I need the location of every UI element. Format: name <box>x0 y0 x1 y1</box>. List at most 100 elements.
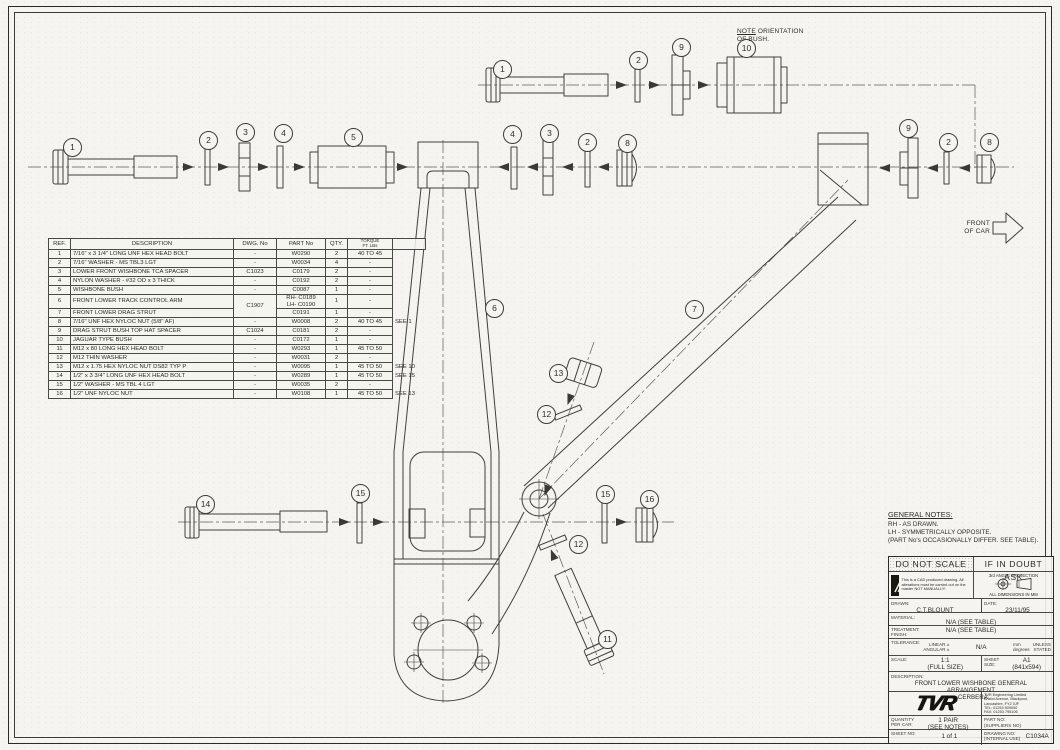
sheet-size-value-2: (841x594) <box>1012 664 1042 671</box>
tol-unless-2: STATED <box>1033 647 1051 652</box>
address-line: TVR Engineering Limited <box>984 693 1027 697</box>
part-row: 13 M12 x 1.75 HEX NYLOC NUT DS82 TYP P -… <box>48 362 426 373</box>
dwg-no: - <box>254 250 256 257</box>
cell-part-no: RH- C0189 LH- C0190 <box>276 293 326 310</box>
general-note-line: (PART No's OCCASIONALLY DIFFER. SEE TABL… <box>888 537 1039 544</box>
sheet-no-value: 1 of 1 <box>941 733 958 740</box>
cell-part-no: C0172 <box>276 335 326 346</box>
balloon-callout: 12 <box>537 405 556 424</box>
cell-ref: 5 <box>48 285 71 295</box>
part-no-sub-label: (SUPPLIERS NO) <box>984 723 1022 728</box>
general-note-line: RH - AS DRAWN. <box>888 521 939 528</box>
tolerance-value: N/A <box>975 643 987 651</box>
nyloc-nut-16 <box>635 507 658 543</box>
third-angle-projection-icon <box>994 578 1031 590</box>
washer-12-upper <box>553 404 583 421</box>
cad-logo-icon <box>891 574 900 596</box>
date-value: 23/11/95 <box>1005 607 1030 614</box>
cell-ref: 12 <box>48 353 71 364</box>
general-notes-title: GENERAL NOTES: <box>888 510 953 519</box>
address-cell: TVR Engineering Limited Bristol Avenue, … <box>981 692 1053 715</box>
cell-torque: - <box>347 285 393 295</box>
cell-qty: 2 <box>325 353 348 364</box>
cell-description: NYLON WASHER - #32 OD x 3 THICK <box>70 276 234 286</box>
cell-part-no: W0095 <box>276 362 326 373</box>
cell-description: 1/2" x 3 3/4" LONG UNF HEX HEAD BOLT <box>70 371 234 382</box>
cell-ref: 3 <box>48 267 71 277</box>
cell-torque: 45 TO 50 <box>347 371 393 382</box>
cell-qty: 2 <box>325 267 348 277</box>
part-no: W0035 <box>291 381 311 388</box>
cell-part-no: W0035 <box>276 380 326 391</box>
description-line-2: - CERBERA <box>954 694 988 701</box>
note-line2: OF BUSH. <box>737 35 770 43</box>
header-torque: TORQUE FT. LBs <box>347 238 393 250</box>
scale-warning-row: DO NOT SCALE IF IN DOUBT ASK <box>889 557 1053 582</box>
cell-qty: 1 <box>325 335 348 346</box>
scale-value-2: (FULL SIZE) <box>927 664 963 671</box>
cell-torque: - <box>347 258 393 268</box>
description-label: DESCRIPTION: <box>891 674 924 679</box>
address-line: Lancashire, FY2 0JF <box>984 701 1020 706</box>
scale-cell: SCALE: 1:1 (FULL SIZE) <box>889 656 981 671</box>
cell-description: LOWER FRONT WISHBONE TCA SPACER <box>70 267 234 277</box>
scale-sheet-row: SCALE: 1:1 (FULL SIZE) SHEET SIZE: A1 (8… <box>889 656 1053 672</box>
cell-dwg-no: - <box>233 362 277 373</box>
sheet-no-cell: SHEET NO: 1 of 1 <box>889 730 981 745</box>
cell-torque: - <box>347 335 393 346</box>
cell-ref: 9 <box>48 326 71 337</box>
cell-ref: 7 <box>48 308 71 319</box>
header-ref: REF. <box>48 238 71 250</box>
dwg-no: - <box>254 277 256 284</box>
quantity-value-2: (SEE NOTES) <box>927 724 969 731</box>
quantity-label-2: PER CAR: <box>891 722 913 727</box>
sheet-inner-border <box>14 12 1046 738</box>
sheet-no-label: SHEET NO: <box>891 731 916 736</box>
part-no: W0289 <box>291 372 311 379</box>
cell-dwg-no: C1907 <box>233 293 277 309</box>
dwg-no: - <box>254 381 256 388</box>
balloon-callout: 2 <box>199 131 218 150</box>
quantity-label-1: QUANTITY <box>891 717 915 722</box>
cell-ref: 13 <box>48 362 71 373</box>
part-no-label: PART NO: <box>984 717 1006 722</box>
projection-label: 3rd ANGLE PROJECTION <box>988 573 1039 578</box>
general-note-line: LH - SYMMETRICALLY OPPOSITE. <box>888 529 992 536</box>
balloon-callout: 14 <box>196 495 215 514</box>
cell-qty: 1 <box>325 285 348 295</box>
cell-part-no: C0192 <box>276 276 326 286</box>
cell-part-no: W0108 <box>276 389 326 400</box>
part-no: W0293 <box>291 345 311 352</box>
balloon-callout: 2 <box>629 51 648 70</box>
tca-spacer-3-left <box>238 142 251 192</box>
balloon-callout: 8 <box>980 133 999 152</box>
balloon-callout: 4 <box>274 124 293 143</box>
cell-see-note <box>393 345 426 354</box>
cell-dwg-no: - <box>233 344 277 355</box>
cell-see-note: SEE 1 <box>395 318 412 325</box>
dwg-no: C1024 <box>246 327 264 334</box>
cell-see-note: SEE 15 <box>395 372 415 379</box>
cell-part-no: W0034 <box>276 258 326 268</box>
cell-dwg-no: - <box>233 371 277 382</box>
cell-torque: 45 TO 50 <box>347 344 393 355</box>
cell-description: M12 THIN WASHER <box>70 353 234 364</box>
cell-description: 1/2" WASHER - MS TBL 4 LGT <box>70 380 234 391</box>
material-value: N/A (SEE TABLE) <box>945 619 997 626</box>
cell-description: 1/2" UNF NYLOC NUT <box>70 389 234 400</box>
cell-qty: 1 <box>325 293 348 310</box>
scale-value: 1:1 <box>940 657 950 664</box>
dwg-no: - <box>254 318 256 325</box>
balloon-callout: 1 <box>493 60 512 79</box>
sheet-no-row: SHEET NO: 1 of 1 DRAWING NO: (INTERNAL U… <box>889 730 1053 745</box>
logo-row: TVR TVR Engineering Limited Bristol Aven… <box>889 692 1053 716</box>
header-dwg-no: DWG. No <box>233 238 277 250</box>
cell-description: WISHBONE BUSH <box>70 285 234 295</box>
cell-qty: 4 <box>325 258 348 268</box>
general-notes: GENERAL NOTES: RH - AS DRAWN. LH - SYMME… <box>888 511 1052 545</box>
balljoint-boss <box>467 479 559 635</box>
balloon-callout: 3 <box>236 123 255 142</box>
balloon-callout: 2 <box>939 133 958 152</box>
cell-dwg-no: C1023 <box>233 267 277 277</box>
